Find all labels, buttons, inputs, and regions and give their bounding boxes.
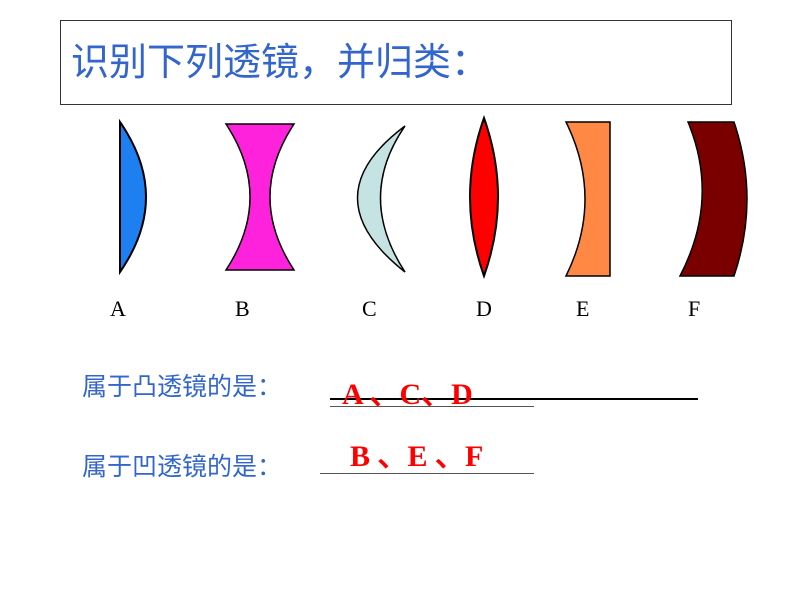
convex-answer-underline: [330, 406, 534, 407]
lens-label-e: E: [576, 296, 590, 321]
concave-answer: B 、E 、F: [350, 440, 484, 473]
lens-label-c: C: [362, 296, 377, 321]
lens-d: [469, 115, 499, 279]
concave-question-label: 属于凹透镜的是：: [82, 452, 283, 481]
lens-label-f: F: [688, 296, 701, 321]
lens-label-a: A: [110, 296, 126, 321]
lens-label-b: B: [235, 296, 250, 321]
lens-b: [224, 123, 296, 271]
lens-c: [356, 125, 406, 273]
lens-e: [564, 121, 611, 277]
concave-answer-underline: [320, 473, 534, 474]
lens-a: [119, 118, 147, 276]
lens-label-d: D: [476, 296, 492, 321]
title-box: 识别下列透镜，并归类：: [60, 20, 732, 105]
convex-answer: A 、C、D: [342, 378, 473, 411]
page-title: 识别下列透镜，并归类：: [71, 40, 490, 84]
lens-f: [678, 121, 748, 277]
convex-question-label: 属于凸透镜的是：: [82, 372, 283, 401]
convex-answer-line: [330, 398, 698, 400]
